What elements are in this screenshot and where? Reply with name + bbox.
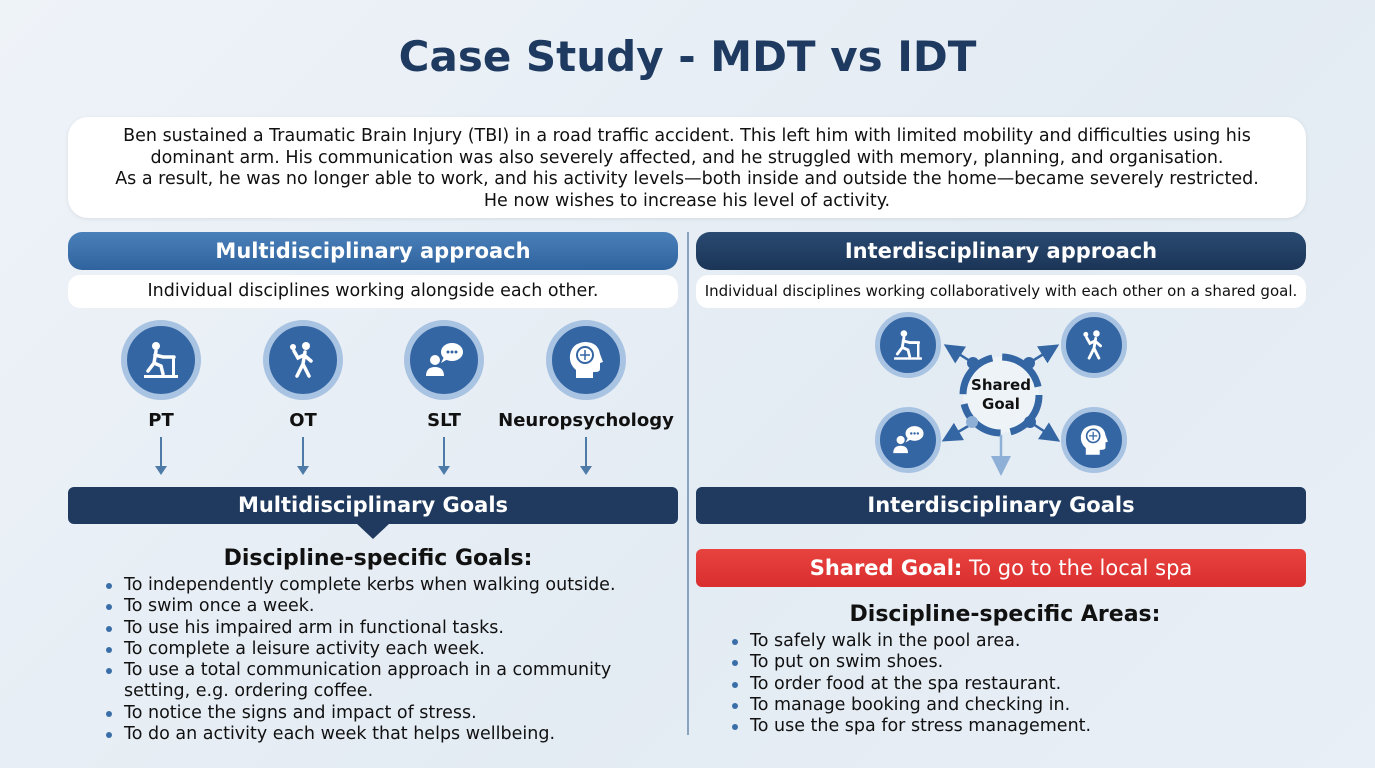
idt-subtitle: Individual disciplines working collabora… bbox=[696, 275, 1306, 308]
mdt-goals-list: To independently complete kerbs when wal… bbox=[106, 575, 616, 745]
list-item: To order food at the spa restaurant. bbox=[731, 674, 1091, 695]
mdt-header: Multidisciplinary approach bbox=[68, 232, 678, 270]
list-item: To complete a leisure activity each week… bbox=[106, 639, 616, 660]
discipline-label-ot: OT bbox=[289, 410, 317, 431]
intro-line: As a result, he was no longer able to wo… bbox=[115, 169, 1259, 189]
mdt-goals-banner: Multidisciplinary Goals bbox=[68, 487, 678, 539]
brain-head-icon bbox=[546, 320, 626, 400]
occupational-therapy-icon bbox=[263, 320, 343, 400]
idt-areas-list: To safely walk in the pool area. To put … bbox=[731, 631, 1092, 737]
idt-areas-title: Discipline-specific Areas: bbox=[849, 602, 1161, 627]
list-item: To swim once a week. bbox=[106, 596, 616, 617]
arrow-down-icon bbox=[155, 437, 167, 475]
arrow-down-icon bbox=[297, 437, 309, 475]
arrow-down-icon bbox=[580, 437, 592, 475]
intro-line: dominant arm. His communication was also… bbox=[150, 147, 1224, 168]
list-item-continued: setting, e.g. ordering coffee. bbox=[124, 681, 374, 702]
shared-goal-label: Shared Goal: bbox=[809, 556, 963, 580]
center-label: Goal bbox=[982, 395, 1020, 413]
shared-goal-connectors bbox=[941, 344, 1061, 476]
physiotherapy-icon bbox=[121, 320, 201, 400]
list-item: To manage booking and checking in. bbox=[731, 695, 1091, 716]
brain-head-icon bbox=[1061, 407, 1127, 473]
list-item: To independently complete kerbs when wal… bbox=[106, 575, 616, 595]
discipline-label-slt: SLT bbox=[427, 410, 461, 431]
shared-goal-center: Shared Goal bbox=[951, 376, 1051, 414]
mdt-subtitle: Individual disciplines working alongside… bbox=[68, 275, 678, 308]
shared-goal-banner: Shared Goal: To go to the local spa bbox=[696, 549, 1306, 587]
list-item: To do an activity each week that helps w… bbox=[106, 724, 616, 745]
list-item: To put on swim shoes. bbox=[731, 652, 1091, 673]
mdt-goals-title: Discipline-specific Goals: bbox=[223, 546, 533, 571]
page-title: Case Study - MDT vs IDT bbox=[398, 32, 977, 81]
list-item: To use the spa for stress management. bbox=[731, 716, 1092, 737]
idt-header: Interdisciplinary approach bbox=[696, 232, 1306, 270]
speech-therapy-icon bbox=[404, 320, 484, 400]
center-label: Shared bbox=[971, 376, 1031, 394]
occupational-therapy-icon bbox=[1061, 312, 1127, 378]
intro-line: Ben sustained a Traumatic Brain Injury (… bbox=[123, 126, 1251, 146]
divider bbox=[687, 232, 689, 735]
list-item: To use a total communication approach in… bbox=[106, 660, 616, 681]
arrow-down-icon bbox=[438, 437, 450, 475]
discipline-label-pt: PT bbox=[148, 410, 174, 431]
shared-goal-text: To go to the local spa bbox=[962, 556, 1193, 580]
list-item: To notice the signs and impact of stress… bbox=[106, 703, 616, 724]
list-item: To use his impaired arm in functional ta… bbox=[106, 618, 616, 639]
physiotherapy-icon bbox=[875, 312, 941, 378]
case-description: Ben sustained a Traumatic Brain Injury (… bbox=[68, 117, 1306, 218]
idt-goals-banner: Interdisciplinary Goals bbox=[696, 487, 1306, 524]
list-item: To safely walk in the pool area. bbox=[731, 631, 1091, 652]
discipline-label-neuropsychology: Neuropsychology bbox=[498, 410, 674, 431]
intro-line: He now wishes to increase his level of a… bbox=[483, 190, 891, 211]
speech-therapy-icon bbox=[875, 407, 941, 473]
